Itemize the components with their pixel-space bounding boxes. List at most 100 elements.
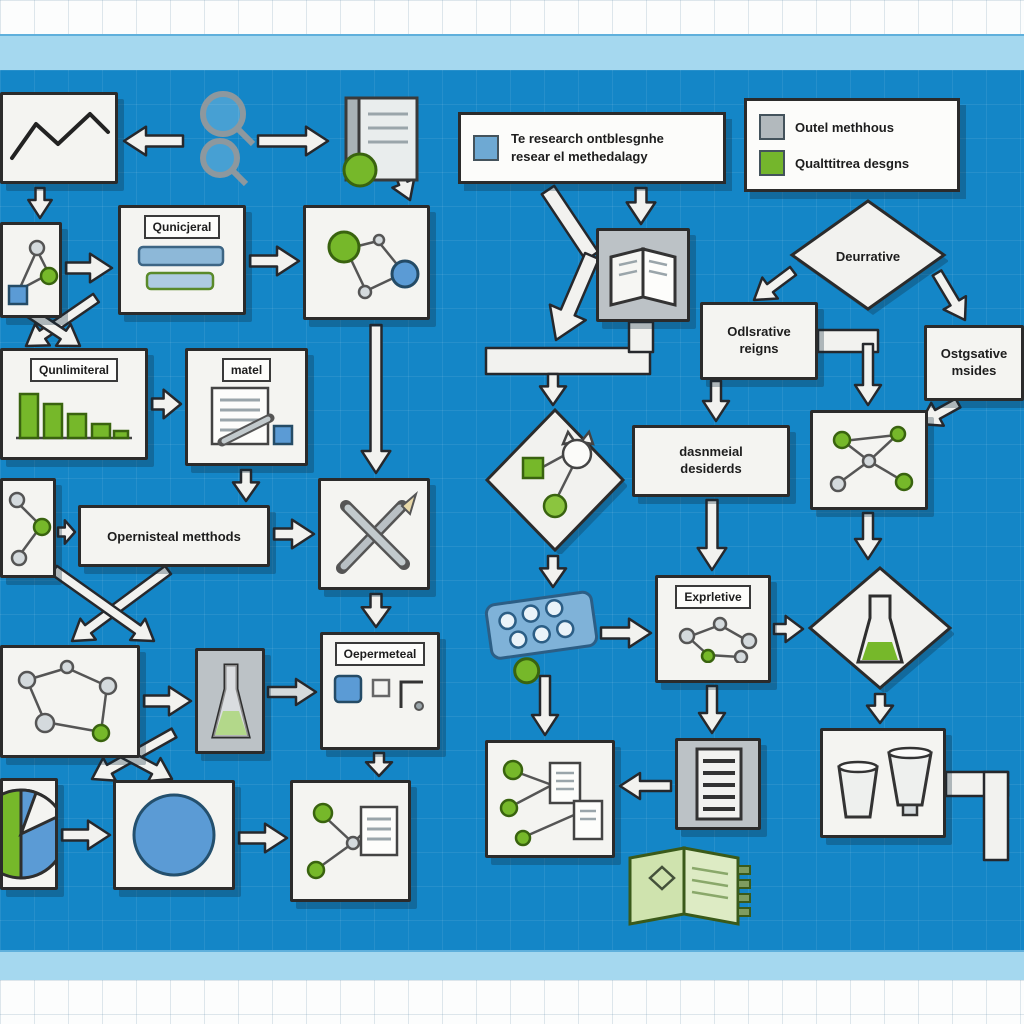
node-network-document (290, 780, 411, 902)
network-icon (17, 659, 118, 742)
node-cups (820, 728, 946, 838)
flow-arrow (599, 617, 653, 649)
flow-arrow (865, 692, 895, 725)
network-icon (8, 491, 52, 567)
magnifier-icon (200, 91, 256, 187)
gray-swatch-icon (759, 114, 785, 140)
diamond-shape (807, 566, 954, 692)
flow-arrow (231, 468, 261, 503)
odlsrative-line1: Odlsrative (727, 324, 791, 340)
flow-arrow (142, 685, 193, 717)
flow-arrow (49, 564, 156, 643)
node-network-small (0, 222, 62, 318)
banner-line1: Te research ontblesgnhe (511, 131, 664, 147)
node-qualitative-label: Qunlimiteral (29, 358, 118, 382)
node-network-large (0, 645, 140, 758)
legend-row-designs: Qualttitrea desgns (759, 150, 909, 176)
node-experimental-label: Oepermeteal (334, 642, 426, 666)
node-blue-circle (113, 780, 235, 890)
node-pie-chart (0, 778, 58, 890)
dasnmeial-line1: dasnmeial (679, 444, 743, 460)
bottom-blue-band (0, 950, 1024, 984)
flow-arrow (853, 342, 883, 407)
flow-arrow (56, 519, 77, 545)
banner-line2: resear el methedalagy (511, 149, 648, 164)
flow-arrow (931, 269, 968, 322)
dasnmeial-line2: desiderds (680, 461, 742, 476)
diamond-shape (789, 199, 948, 315)
methodology-banner: Te research ontblesgnhe resear el methed… (458, 112, 726, 184)
ostgsative-line1: Ostgsative (940, 346, 1008, 362)
node-ostgsative-label: Ostgsative msides (941, 328, 1007, 398)
decision-diamond-flask (806, 564, 954, 692)
node-network-documents (485, 740, 615, 858)
node-ostgsative: Ostgsative msides (924, 325, 1024, 401)
diamond-shape (484, 407, 627, 554)
network-icon (327, 230, 419, 299)
flow-arrow (266, 677, 318, 707)
node-crossed-pencils (318, 478, 430, 590)
ostgsative-line2: msides (951, 363, 997, 378)
cups-icon (837, 746, 933, 819)
flow-arrow (364, 751, 394, 778)
ice-tray-icon (484, 590, 599, 685)
node-network-blue-green (303, 205, 430, 320)
node-flask-gray (195, 648, 265, 754)
flow-arrow (484, 346, 652, 376)
legend-methods-label: Outel methhous (795, 119, 894, 135)
flow-arrow (627, 320, 655, 354)
top-white-band (0, 0, 1024, 34)
green-swatch-icon (759, 150, 785, 176)
legend: Outel methhous Qualttitrea desgns (744, 98, 960, 192)
node-qualitative: Qunlimiteral (0, 348, 148, 460)
node-explorative-label: Exprletive (675, 585, 751, 609)
flask-icon (211, 663, 251, 739)
flow-arrow (122, 125, 185, 157)
flow-arrow (918, 397, 962, 427)
flow-arrow (701, 379, 731, 423)
node-dasnmeial: dasnmeial desiderds (632, 425, 790, 497)
bar-chart-icon (16, 392, 132, 440)
flow-arrow (27, 186, 53, 220)
line-chart-icon (10, 112, 110, 160)
node-experimental: Oepermeteal (320, 632, 440, 750)
pie-chart-icon (3, 788, 55, 880)
form-fields-icon (137, 245, 225, 291)
flow-arrow (752, 265, 798, 302)
experiment-widgets-icon (333, 674, 424, 711)
legend-designs-label: Qualttitrea desgns (795, 155, 910, 171)
flow-arrow (24, 292, 101, 348)
open-book-icon (609, 247, 677, 307)
crossed-pencils-icon (336, 491, 418, 574)
node-odlsrative-label: Odlsrative reigns (727, 305, 791, 377)
flow-arrow (697, 684, 727, 735)
flow-arrow (982, 770, 1010, 862)
flow-arrow (360, 592, 392, 629)
flow-arrow (64, 252, 114, 284)
tray-icon (480, 580, 608, 691)
network-icon (829, 425, 914, 493)
flow-arrow (853, 511, 883, 561)
flow-arrow (256, 125, 330, 157)
node-matel-label: matel (221, 358, 272, 382)
node-operational-methods-label: Opernisteal metthods (107, 528, 241, 544)
flow-arrow (618, 771, 673, 801)
decision-diamond-descriptive: Deurrative (788, 197, 948, 315)
node-network-right (810, 410, 928, 510)
top-blue-band (0, 34, 1024, 74)
flow-arrow (540, 184, 600, 262)
network-icon (7, 239, 59, 306)
blue-swatch-icon (473, 135, 499, 161)
node-quantitative-label: Qunicjeral (143, 215, 221, 239)
flow-arrow (538, 554, 568, 589)
node-network-left (0, 478, 56, 578)
node-quantitative: Qunicjeral (118, 205, 246, 315)
flow-arrow (237, 822, 289, 854)
green-book-icon (628, 846, 751, 926)
circle-icon (132, 793, 216, 877)
decision-diamond-network (483, 406, 627, 554)
legend-row-methods: Outel methhous (759, 114, 894, 140)
node-dasnmeial-label: dasnmeial desiderds (679, 428, 743, 494)
node-explorative: Exprletive (655, 575, 771, 683)
